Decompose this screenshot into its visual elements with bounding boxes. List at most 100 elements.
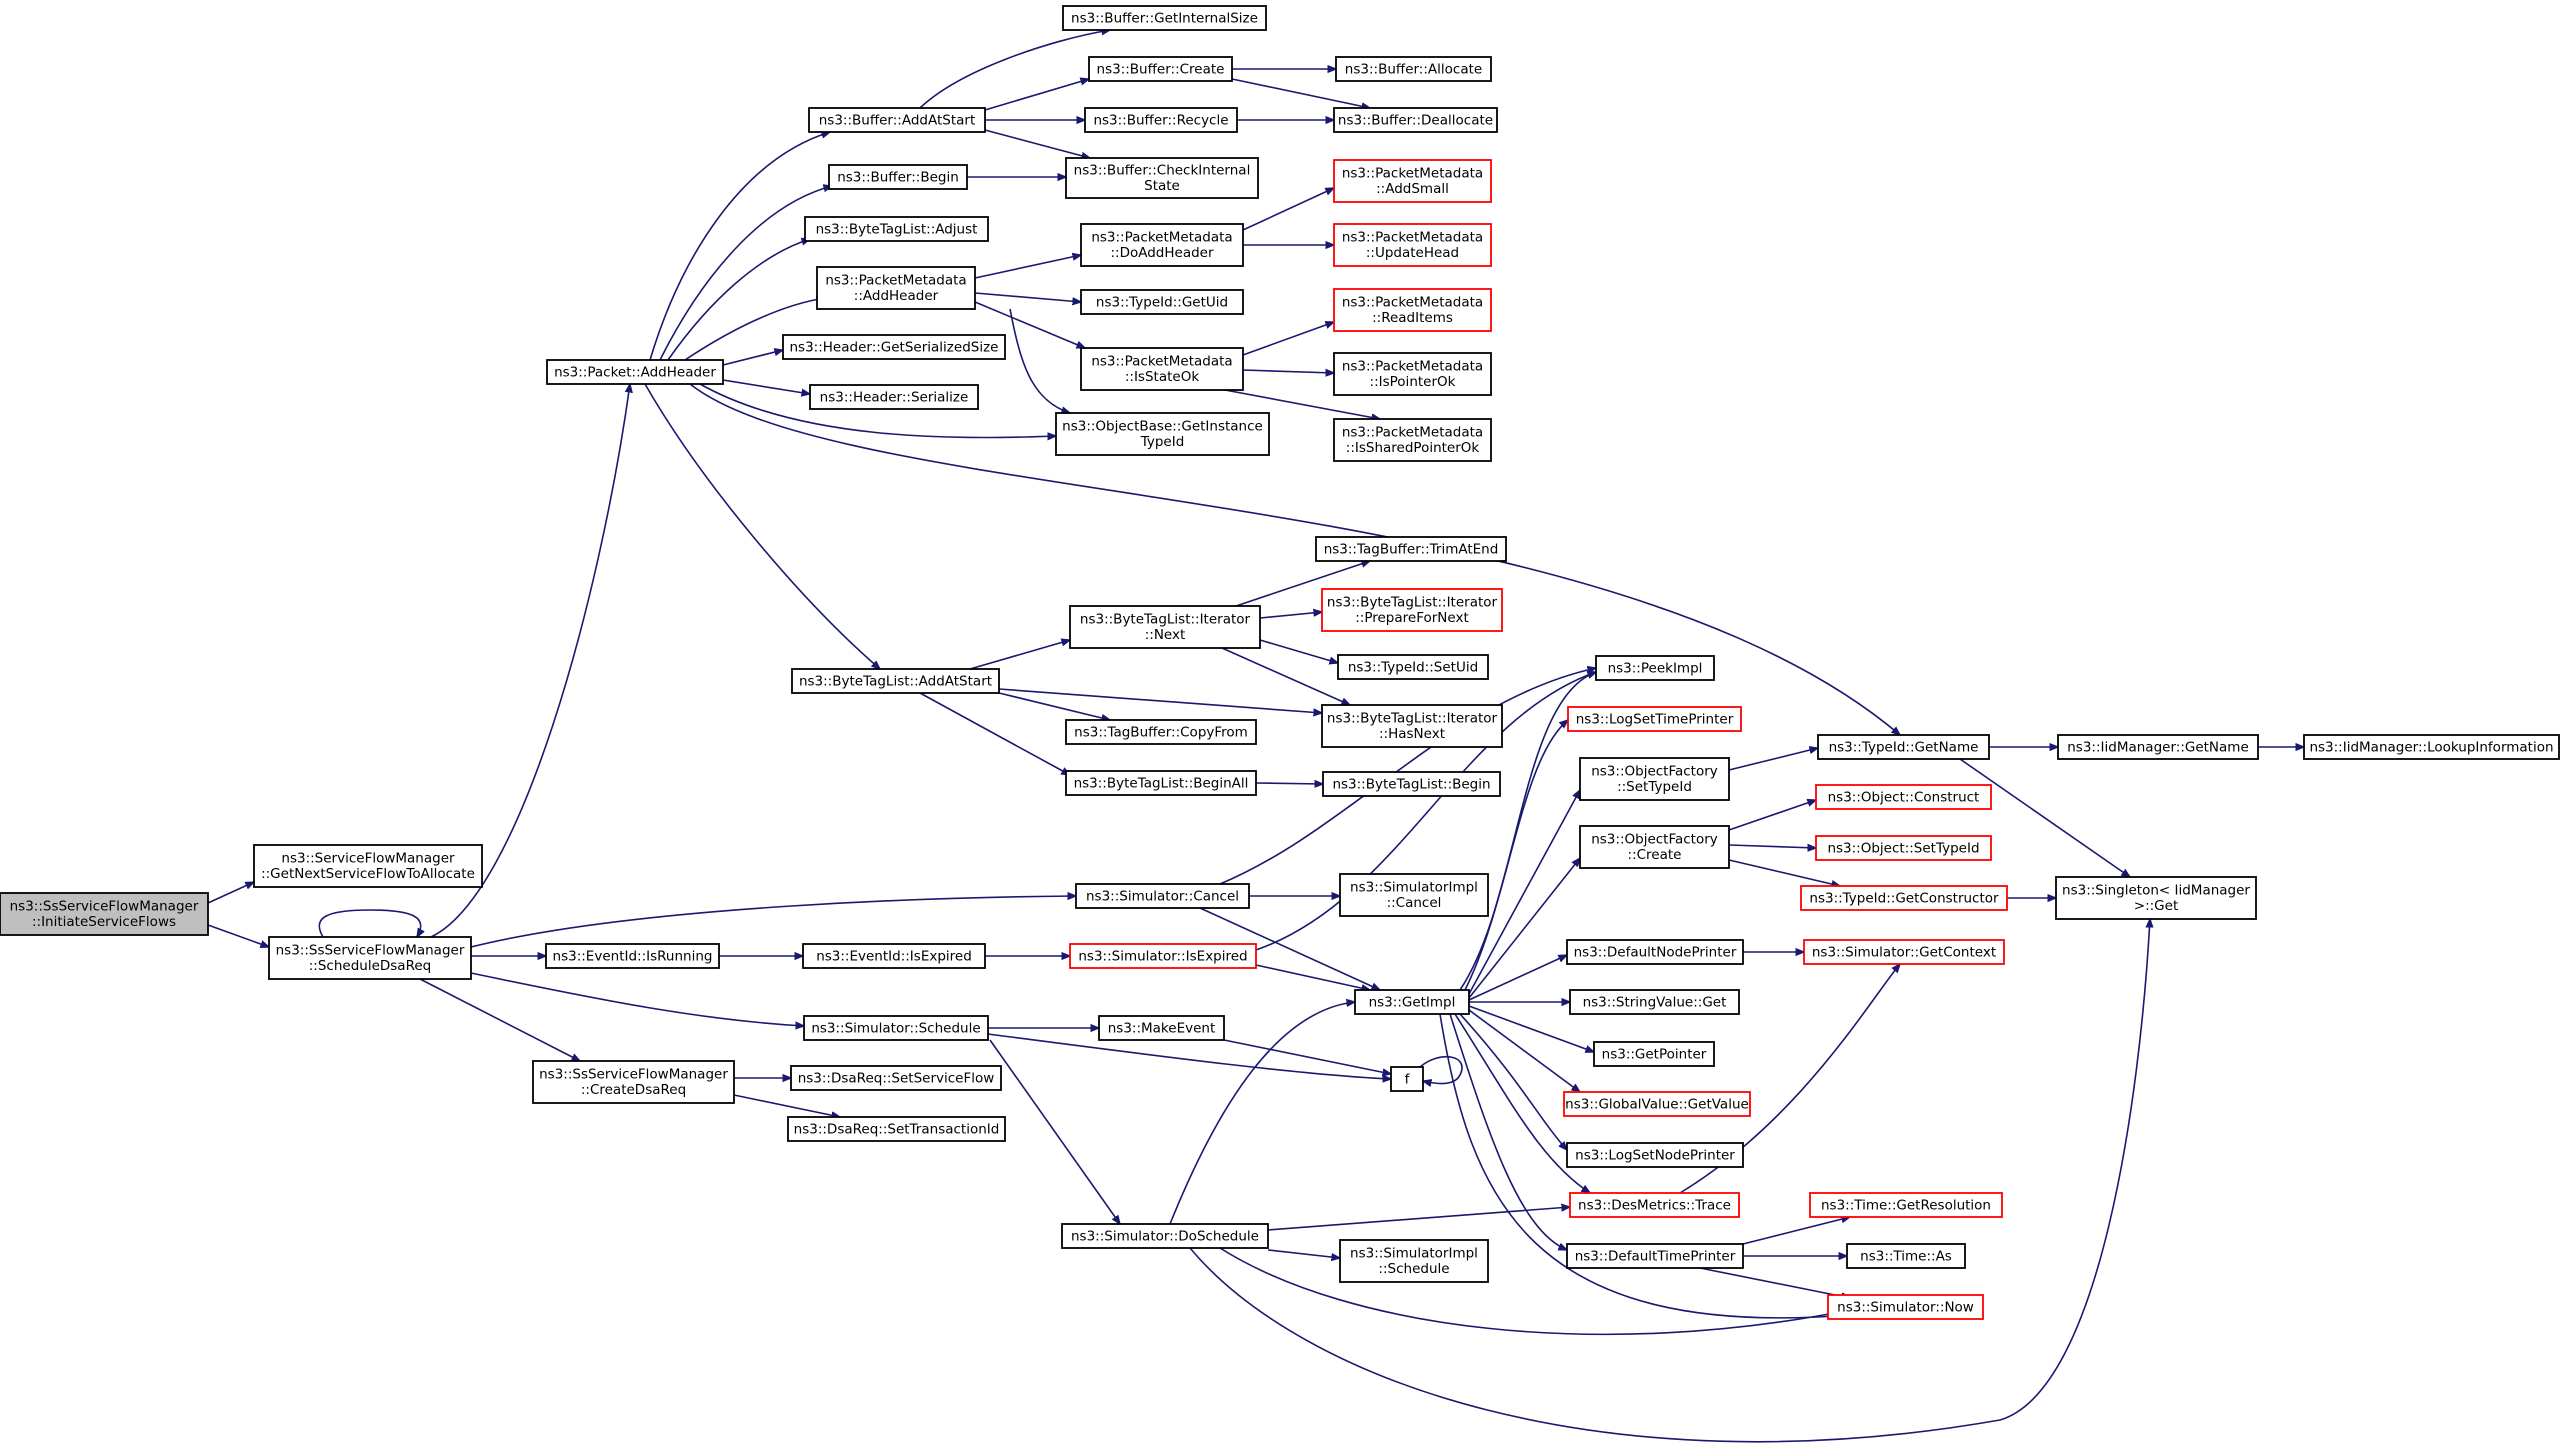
- node-box: [1333, 352, 1492, 396]
- node-stringValueGet[interactable]: ns3::StringValue::Get: [1569, 989, 1740, 1015]
- node-iidGetName[interactable]: ns3::IidManager::GetName: [2057, 734, 2259, 760]
- node-globalValueGetValue[interactable]: ns3::GlobalValue::GetValue: [1563, 1091, 1751, 1117]
- node-label: ns3::Simulator::Now: [1837, 1299, 1974, 1315]
- edge-bufAddAtStart-to-bufGetInternalSize: [919, 30, 1110, 109]
- node-label: ::DoAddHeader: [1110, 245, 1213, 261]
- node-eventIsExpired[interactable]: ns3::EventId::IsExpired: [802, 943, 986, 969]
- node-bufAllocate[interactable]: ns3::Buffer::Allocate: [1335, 56, 1492, 82]
- edge-packetAddHeader-to-hdrGetSerializedSize: [722, 350, 783, 366]
- node-label: ns3::PacketMetadata: [1342, 230, 1483, 246]
- node-packetAddHeader[interactable]: ns3::Packet::AddHeader: [546, 359, 724, 385]
- node-simSchedule[interactable]: ns3::Simulator::Schedule: [803, 1015, 989, 1041]
- node-box: [803, 1015, 989, 1041]
- node-eventIsRunning[interactable]: ns3::EventId::IsRunning: [545, 943, 720, 969]
- edge-scheduleDsaReq-to-packetAddHeader: [430, 384, 630, 938]
- node-pmUpdateHead[interactable]: ns3::PacketMetadata::UpdateHead: [1333, 223, 1492, 267]
- node-peekImpl[interactable]: ns3::PeekImpl: [1595, 655, 1715, 681]
- node-timeAs[interactable]: ns3::Time::As: [1846, 1243, 1966, 1269]
- node-defaultTimePrinter[interactable]: ns3::DefaultTimePrinter: [1566, 1243, 1744, 1269]
- node-scheduleDsaReq[interactable]: ns3::SsServiceFlowManager::ScheduleDsaRe…: [268, 936, 472, 980]
- node-label: ns3::DesMetrics::Trace: [1578, 1197, 1731, 1213]
- node-btliHasNext[interactable]: ns3::ByteTagList::Iterator::HasNext: [1321, 704, 1503, 748]
- node-label: ns3::PacketMetadata: [1342, 295, 1483, 311]
- node-hdrGetSerializedSize[interactable]: ns3::Header::GetSerializedSize: [782, 334, 1006, 360]
- node-simCancel[interactable]: ns3::Simulator::Cancel: [1075, 883, 1250, 909]
- node-logSetTimePrinter[interactable]: ns3::LogSetTimePrinter: [1567, 706, 1742, 732]
- edge-btlAddAtStart-to-btliHasNext: [998, 688, 1322, 713]
- node-ofCreate[interactable]: ns3::ObjectFactory::Create: [1579, 825, 1730, 869]
- node-box: [1579, 757, 1730, 801]
- node-tbTrimAtEnd[interactable]: ns3::TagBuffer::TrimAtEnd: [1315, 536, 1507, 562]
- node-bufBegin[interactable]: ns3::Buffer::Begin: [828, 164, 968, 190]
- node-typeIdGetConstructor[interactable]: ns3::TypeId::GetConstructor: [1800, 885, 2008, 911]
- node-pmIsStateOk[interactable]: ns3::PacketMetadata::IsStateOk: [1080, 347, 1244, 391]
- node-box: [1080, 223, 1244, 267]
- node-box: [1322, 771, 1501, 797]
- node-defaultNodePrinter[interactable]: ns3::DefaultNodePrinter: [1566, 939, 1744, 965]
- node-label: ns3::SsServiceFlowManager: [539, 1067, 728, 1083]
- node-btliNext[interactable]: ns3::ByteTagList::Iterator::Next: [1069, 605, 1261, 649]
- node-simImplSchedule[interactable]: ns3::SimulatorImpl::Schedule: [1339, 1239, 1489, 1283]
- node-getNextSF[interactable]: ns3::ServiceFlowManager::GetNextServiceF…: [253, 844, 483, 888]
- node-bufRecycle[interactable]: ns3::Buffer::Recycle: [1084, 107, 1238, 133]
- node-simImplCancel[interactable]: ns3::SimulatorImpl::Cancel: [1339, 873, 1489, 917]
- edges-layer: [207, 30, 2304, 1443]
- node-btliPrepareForNext[interactable]: ns3::ByteTagList::Iterator::PrepareForNe…: [1321, 588, 1503, 632]
- node-hdrSerialize[interactable]: ns3::Header::Serialize: [809, 384, 979, 410]
- node-logSetNodePrinter[interactable]: ns3::LogSetNodePrinter: [1566, 1142, 1744, 1168]
- node-singletonGet[interactable]: ns3::Singleton< IidManager>::Get: [2055, 876, 2257, 920]
- node-pmReadItems[interactable]: ns3::PacketMetadata::ReadItems: [1333, 288, 1492, 332]
- node-objConstruct[interactable]: ns3::Object::Construct: [1815, 784, 1992, 810]
- node-getImpl[interactable]: ns3::GetImpl: [1354, 989, 1470, 1015]
- node-typeIdGetUid[interactable]: ns3::TypeId::GetUid: [1080, 289, 1244, 315]
- node-box: [1827, 1294, 1984, 1320]
- edge-btliNext-to-tbTrimAtEnd: [1235, 561, 1370, 607]
- edge-packetAddHeader-to-btlAddAtStart: [644, 383, 880, 669]
- node-label: ns3::TypeId::GetName: [1829, 739, 1979, 755]
- node-pmIsPointerOk[interactable]: ns3::PacketMetadata::IsPointerOk: [1333, 352, 1492, 396]
- node-label: ns3::Packet::AddHeader: [554, 364, 716, 380]
- node-pmAddHeader[interactable]: ns3::PacketMetadata::AddHeader: [816, 266, 976, 310]
- node-objSetTypeId[interactable]: ns3::Object::SetTypeId: [1815, 835, 1992, 861]
- node-label: ns3::ByteTagList::Iterator: [1327, 711, 1498, 727]
- edge-pmIsStateOk-to-pmIsPointerOk: [1242, 370, 1334, 373]
- node-box: [268, 936, 472, 980]
- node-timeGetResolution[interactable]: ns3::Time::GetResolution: [1809, 1192, 2003, 1218]
- node-label: ns3::TypeId::GetConstructor: [1809, 890, 1999, 906]
- node-simNow[interactable]: ns3::Simulator::Now: [1827, 1294, 1984, 1320]
- node-iidLookup[interactable]: ns3::IidManager::LookupInformation: [2303, 734, 2560, 760]
- edge-root-to-scheduleDsaReq: [207, 924, 269, 947]
- node-bufCreate[interactable]: ns3::Buffer::Create: [1088, 56, 1233, 82]
- node-desMetricsTrace[interactable]: ns3::DesMetrics::Trace: [1569, 1192, 1740, 1218]
- node-dsaSetTransactionId[interactable]: ns3::DsaReq::SetTransactionId: [787, 1116, 1006, 1142]
- node-getPointer[interactable]: ns3::GetPointer: [1593, 1041, 1715, 1067]
- node-typeIdSetUid[interactable]: ns3::TypeId::SetUid: [1337, 654, 1489, 680]
- node-bufDeallocate[interactable]: ns3::Buffer::Deallocate: [1333, 107, 1498, 133]
- node-btlBeginAll[interactable]: ns3::ByteTagList::BeginAll: [1065, 770, 1257, 796]
- node-pmDoAddHeader[interactable]: ns3::PacketMetadata::DoAddHeader: [1080, 223, 1244, 267]
- node-btlAddAtStart[interactable]: ns3::ByteTagList::AddAtStart: [791, 668, 1000, 694]
- node-makeEvent[interactable]: ns3::MakeEvent: [1098, 1015, 1225, 1041]
- node-simDoSchedule[interactable]: ns3::Simulator::DoSchedule: [1061, 1223, 1269, 1249]
- node-pmAddSmall[interactable]: ns3::PacketMetadata::AddSmall: [1333, 159, 1492, 203]
- node-bufGetInternalSize[interactable]: ns3::Buffer::GetInternalSize: [1062, 5, 1267, 31]
- node-tbCopyFrom[interactable]: ns3::TagBuffer::CopyFrom: [1065, 719, 1257, 745]
- node-typeIdGetName[interactable]: ns3::TypeId::GetName: [1817, 734, 1990, 760]
- node-root[interactable]: ns3::SsServiceFlowManager::InitiateServi…: [0, 892, 209, 936]
- node-bufAddAtStart[interactable]: ns3::Buffer::AddAtStart: [808, 107, 986, 133]
- node-dsaSetServiceFlow[interactable]: ns3::DsaReq::SetServiceFlow: [790, 1065, 1002, 1091]
- edge-typeIdGetName-to-singletonGet: [1959, 758, 2130, 877]
- node-btlBegin[interactable]: ns3::ByteTagList::Begin: [1322, 771, 1501, 797]
- node-label: ns3::StringValue::Get: [1583, 994, 1727, 1010]
- node-simIsExpired[interactable]: ns3::Simulator::IsExpired: [1069, 943, 1257, 969]
- node-btlAdjust[interactable]: ns3::ByteTagList::Adjust: [804, 216, 989, 242]
- node-simGetContext[interactable]: ns3::Simulator::GetContext: [1803, 939, 2005, 965]
- node-ofSetTypeId[interactable]: ns3::ObjectFactory::SetTypeId: [1579, 757, 1730, 801]
- node-box: [1566, 1142, 1744, 1168]
- node-pmIsSharedPointerOk[interactable]: ns3::PacketMetadata::IsSharedPointerOk: [1333, 418, 1492, 462]
- edge-createDsaReq-to-dsaSetTransactionId: [733, 1094, 840, 1117]
- node-createDsaReq[interactable]: ns3::SsServiceFlowManager::CreateDsaReq: [532, 1060, 735, 1104]
- node-fNode[interactable]: f: [1390, 1066, 1424, 1092]
